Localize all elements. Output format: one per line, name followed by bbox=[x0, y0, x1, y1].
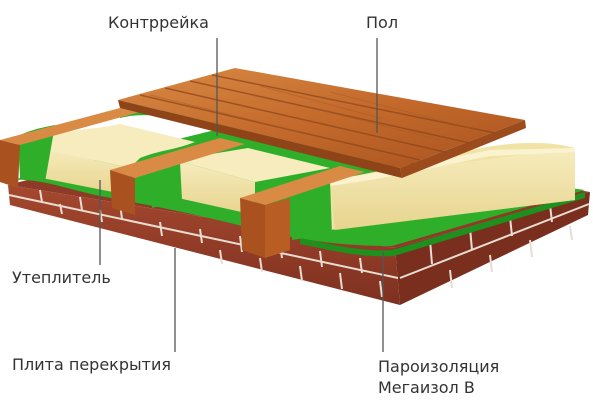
label-counter-batten: Контррейка bbox=[108, 13, 209, 32]
insulation-blocks bbox=[40, 124, 575, 230]
label-insulation: Утеплитель bbox=[12, 268, 111, 287]
wooden-joists bbox=[0, 108, 365, 258]
label-slab: Плита перекрытия bbox=[12, 355, 171, 374]
leader-lines bbox=[99, 38, 384, 352]
floorboards bbox=[118, 68, 526, 178]
label-floor: Пол bbox=[366, 13, 399, 32]
label-vapor-barrier-line2: Мегаизол В bbox=[378, 378, 475, 397]
label-vapor-barrier-line1: Пароизоляция bbox=[378, 357, 500, 376]
